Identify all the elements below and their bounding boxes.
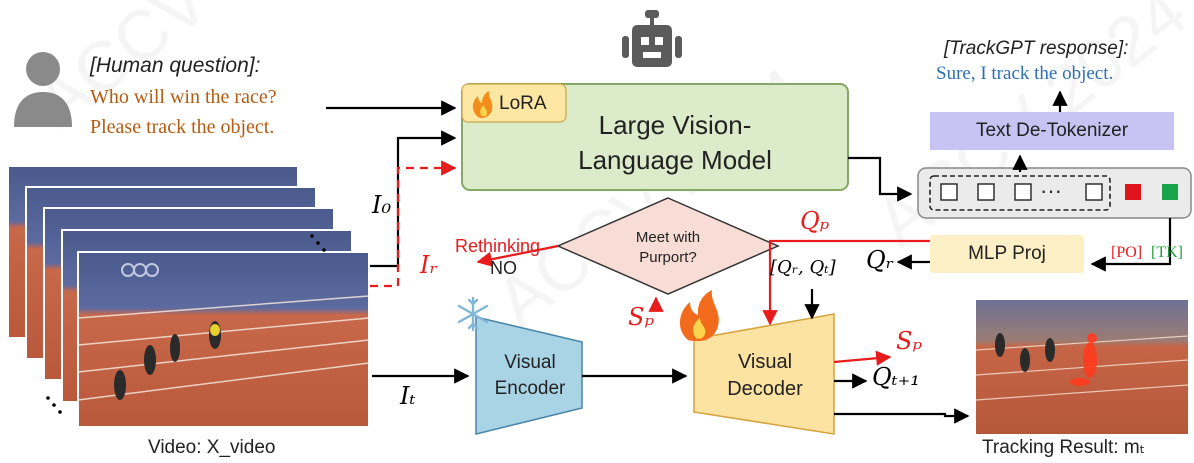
video-frames-image [7,165,370,428]
human-question-line1: Who will win the race? [90,86,277,108]
symbol-qr: Qᵣ [866,246,895,274]
token-strip [917,167,1192,219]
visual-decoder-shape [693,313,835,435]
tk-label: [TK] [1151,244,1183,261]
human-question-heading: [Human question]: [90,54,261,77]
decision-label: Meet with Purport? [598,222,738,272]
response-text: Sure, I track the object. [936,63,1114,84]
symbol-qt1: Qₜ₊₁ [872,363,920,391]
visual-decoder-label: Visual Decoder [700,343,830,409]
lora-label: LoRA [499,93,547,114]
visual-encoder-shape [475,316,583,435]
visual-encoder-label: Visual Encoder [480,345,580,407]
llm-label-line1: Large Vision- [598,110,752,140]
visual-encoder-line1: Visual [504,352,556,373]
llm-label: Large Vision- Language Model [560,104,790,182]
decision-line1: Meet with [635,228,701,246]
video-caption: Video: X_video [148,437,276,458]
no-label: NO [490,258,517,278]
mlp-label: MLP Proj [968,243,1046,264]
fire-icon [679,290,719,341]
symbol-ir: Iᵣ [420,251,438,279]
symbol-qrqt: [Qᵣ, Qₜ] [770,257,836,278]
symbol-sp-right: Sₚ [896,327,923,355]
frame-ellipsis [46,234,326,414]
response-heading: [TrackGPT response]: [944,38,1129,59]
snowflake-icon [457,296,489,332]
tracking-caption: Tracking Result: mₜ [982,437,1146,458]
human-question-line2: Please track the object. [90,116,275,138]
token-ellipsis: ··· [1040,178,1062,203]
mlp-box [930,235,1084,273]
visual-decoder-line1: Visual [737,351,793,373]
symbol-i0: I₀ [372,191,392,219]
llm-label-line2: Language Model [578,145,772,175]
po-label: [PO] [1111,244,1143,261]
lora-fire-icon [472,91,493,118]
decision-diamond [556,197,780,295]
symbol-qp: Qₚ [800,207,830,235]
visual-decoder-line2: Decoder [727,378,803,400]
tracking-result-image [975,300,1189,434]
detokenizer-label: Text De-Tokenizer [975,120,1129,141]
rethinking-label: Rethinking [455,236,541,256]
symbol-sp-left: Sₚ [628,303,655,331]
detokenizer-box [930,112,1174,150]
robot-icon [622,10,682,67]
visual-encoder-line2: Encoder [494,378,566,399]
decision-line2: Purport? [639,248,697,266]
person-icon [14,52,72,127]
symbol-it: Iₜ [400,382,416,410]
